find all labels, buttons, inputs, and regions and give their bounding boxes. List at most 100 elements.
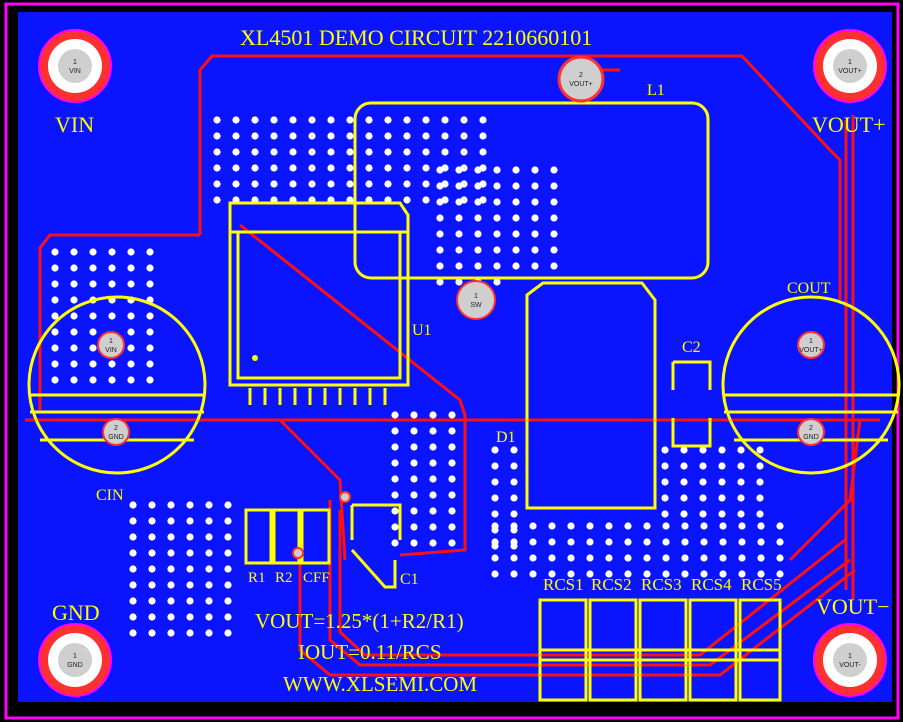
via: [491, 478, 499, 486]
via: [308, 116, 316, 124]
traces: [25, 54, 880, 677]
via: [455, 262, 463, 270]
via: [70, 296, 78, 304]
via: [365, 164, 373, 172]
via: [455, 214, 463, 222]
via: [550, 214, 558, 222]
via: [391, 427, 399, 435]
via: [346, 180, 354, 188]
via: [148, 581, 156, 589]
via: [429, 491, 437, 499]
via: [479, 116, 487, 124]
copper-pour: [18, 12, 892, 702]
via: [213, 180, 221, 188]
via: [491, 462, 499, 470]
via: [429, 443, 437, 451]
via: [700, 522, 708, 530]
via: [531, 182, 539, 190]
via: [127, 328, 135, 336]
via: [448, 427, 456, 435]
via: [662, 538, 670, 546]
via: [493, 166, 501, 174]
via: [410, 411, 418, 419]
via: [510, 494, 518, 502]
via: [289, 164, 297, 172]
via: [148, 597, 156, 605]
via: [410, 443, 418, 451]
via: [148, 517, 156, 525]
via: [491, 494, 499, 502]
via: [270, 132, 278, 140]
via: [756, 478, 764, 486]
via: [757, 522, 765, 530]
rcs5-label: RCS5: [741, 575, 782, 594]
via: [776, 538, 784, 546]
via: [436, 214, 444, 222]
c1-label: C1: [400, 571, 419, 588]
via: [550, 246, 558, 254]
via: [327, 164, 335, 172]
via: [410, 539, 418, 547]
via: [327, 180, 335, 188]
via: [391, 443, 399, 451]
via: [410, 427, 418, 435]
via: [436, 262, 444, 270]
via: [643, 570, 651, 578]
cout1-pad-net: VOUT+: [799, 347, 823, 354]
via: [224, 517, 232, 525]
via: [51, 344, 59, 352]
via: [699, 462, 707, 470]
via: [737, 478, 745, 486]
via: [474, 214, 482, 222]
via: [776, 554, 784, 562]
via: [51, 264, 59, 272]
via: [205, 501, 213, 509]
rcs2-label: RCS2: [591, 575, 632, 594]
via: [531, 246, 539, 254]
via: [550, 230, 558, 238]
via: [213, 116, 221, 124]
via: [448, 459, 456, 467]
via: [232, 164, 240, 172]
via: [756, 510, 764, 518]
via: [186, 629, 194, 637]
vout-minus-label: VOUT−: [816, 594, 890, 619]
via: [346, 132, 354, 140]
via: [510, 478, 518, 486]
via: [737, 510, 745, 518]
via: [455, 230, 463, 238]
sw-pad-pin: 1: [474, 293, 478, 300]
via: [448, 539, 456, 547]
via: [89, 344, 97, 352]
via: [531, 198, 539, 206]
via: [661, 462, 669, 470]
via: [422, 148, 430, 156]
via: [384, 180, 392, 188]
via: [460, 132, 468, 140]
via: [586, 554, 594, 562]
via: [718, 510, 726, 518]
via: [567, 522, 575, 530]
rcs3-label: RCS3: [641, 575, 682, 594]
via: [129, 565, 137, 573]
via: [51, 312, 59, 320]
cin-pad-2: [102, 418, 130, 446]
via: [429, 507, 437, 515]
via: [148, 549, 156, 557]
via: [186, 501, 194, 509]
via: [661, 478, 669, 486]
voutm-pad-pin: 1: [848, 653, 852, 660]
d1-label: D1: [496, 429, 516, 446]
via: [680, 462, 688, 470]
via: [474, 262, 482, 270]
cin2-pad-net: GND: [108, 434, 124, 441]
via: [70, 376, 78, 384]
via: [148, 613, 156, 621]
via: [681, 570, 689, 578]
rcs1-label: RCS1: [543, 575, 584, 594]
via: [436, 166, 444, 174]
via: [757, 538, 765, 546]
trace-gnd-lower: [40, 418, 347, 561]
via: [186, 549, 194, 557]
via: [718, 462, 726, 470]
